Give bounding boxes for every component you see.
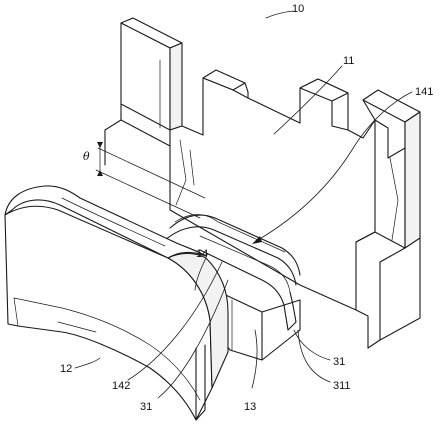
housing-left-curve [175, 139, 187, 206]
terminal-blade-left [195, 344, 206, 421]
housing-far-front [367, 147, 406, 349]
cover-foot-edge [13, 297, 19, 327]
housing-right-step [331, 100, 349, 131]
channel-mid-rail [164, 226, 297, 286]
label-311: 311 [333, 380, 351, 392]
housing-lower-step [355, 231, 406, 249]
cover-side [167, 252, 229, 389]
housing-11 [104, 17, 421, 349]
cover-lower-lip [57, 321, 97, 333]
housing-foot [355, 309, 369, 349]
angle-ref-line-lower [95, 169, 201, 219]
label-13: 13 [244, 401, 256, 413]
terminal-31-right [283, 291, 297, 331]
housing-tab-side [169, 42, 183, 131]
label-10: 10 [292, 3, 304, 15]
leader-311 [297, 329, 331, 383]
label-11: 11 [343, 55, 354, 67]
channel-lower-rail [199, 249, 285, 306]
housing-slot-curve [389, 157, 399, 241]
channel-groove-142 [199, 235, 291, 293]
channel-outer-rail [169, 214, 301, 276]
leader-12 [74, 357, 101, 369]
angle-arrow-down [97, 170, 103, 176]
label-142: 142 [112, 380, 130, 392]
housing-right-top [299, 78, 349, 102]
leader-142 [127, 261, 223, 381]
terminal-right-tip [283, 304, 297, 331]
label-theta: θ [83, 150, 90, 163]
leader-31-left [157, 279, 229, 399]
leader-14 [194, 257, 207, 291]
channel-14 [164, 214, 301, 306]
housing-left-curve-2 [189, 149, 195, 186]
housing-left-step [104, 103, 122, 166]
leader-141-arrow [252, 236, 262, 244]
base-side [261, 299, 301, 361]
label-31-left: 31 [140, 401, 152, 413]
reference-labels: 10 11 141 θ 14 12 142 31 13 31 311 [60, 3, 433, 413]
cover-sweep [13, 297, 201, 401]
cover-front [4, 205, 213, 421]
cover-12 [4, 185, 229, 421]
leader-141 [257, 91, 413, 241]
label-12: 12 [60, 363, 72, 375]
housing-far-bottom [379, 237, 421, 341]
leader-10 [265, 10, 294, 19]
cover-top [4, 185, 207, 259]
housing-far-side [404, 111, 421, 249]
label-141: 141 [415, 86, 433, 98]
cover-top-line [61, 197, 166, 247]
angle-arrow-up [97, 142, 103, 148]
leader-11 [273, 65, 343, 135]
label-14: 14 [196, 248, 208, 260]
leader-31-right [293, 329, 331, 361]
leader-13 [251, 329, 258, 389]
angle-marker [95, 141, 206, 219]
channel-inner-line [174, 214, 286, 253]
terminal-right-body [289, 291, 297, 323]
leader-lines [74, 10, 413, 399]
label-31-right: 31 [333, 356, 345, 368]
angle-ref-line-upper [97, 147, 206, 199]
